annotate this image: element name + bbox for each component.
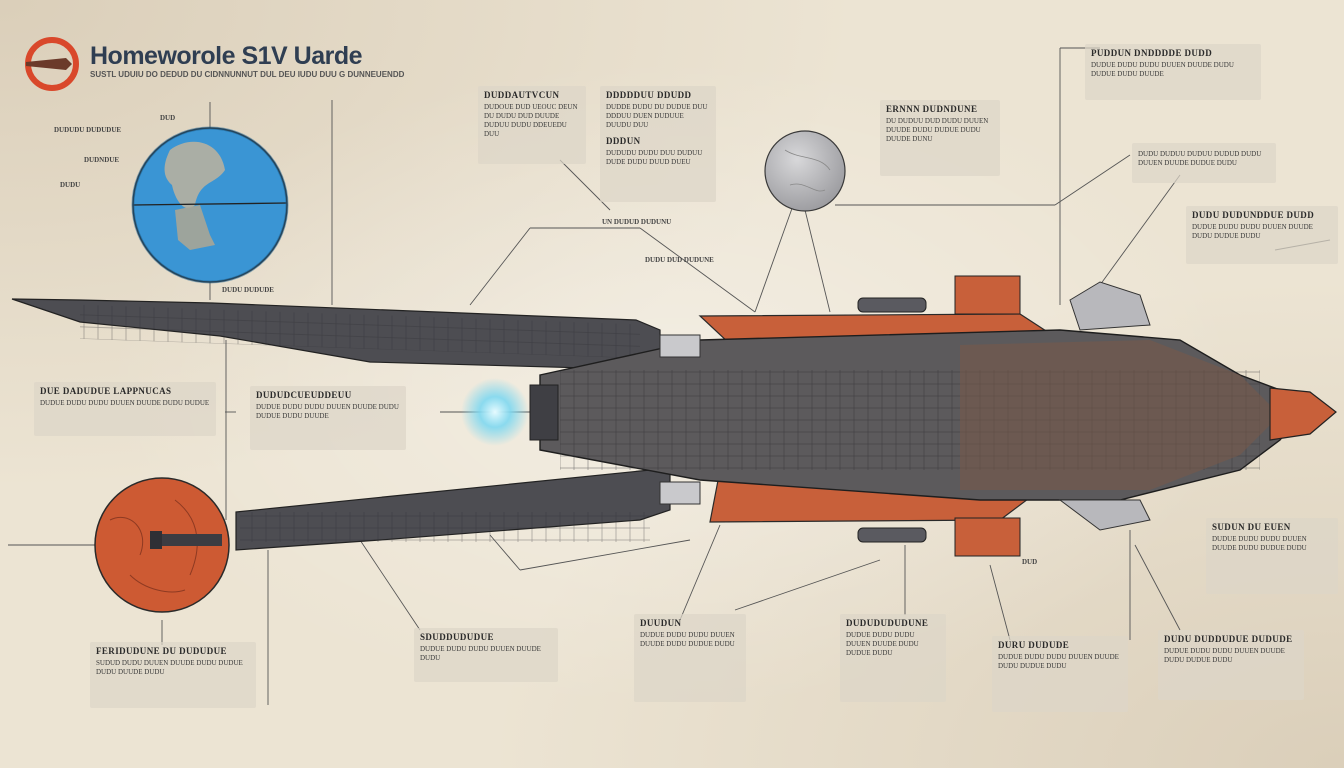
grey-moon-icon (764, 130, 846, 212)
tag-label: DUD (1022, 558, 1038, 566)
tag-label: DUDU DUD DUDUNE (645, 256, 714, 264)
tag-label: DUDU DUDUDE (222, 286, 274, 294)
tag-label: UN DUDUD DUDUNU (602, 218, 672, 226)
logo-ring-icon (25, 37, 79, 91)
tag-label: DUDUDU DUDUDUE (54, 126, 122, 134)
diagram-title: Homeworole S1V Uarde (90, 42, 363, 70)
tag-label: DUD (160, 114, 176, 122)
tag-label: DUDU (60, 181, 81, 189)
spaceship-illustration (11, 275, 1337, 557)
leader-lines (8, 47, 1331, 705)
blue-planet-icon (131, 126, 289, 284)
tag-label: DUDNDUE (84, 156, 119, 164)
red-planet-icon (94, 477, 230, 613)
diagram-subtitle: SUSTL UDUIU DO DEDUD DU CIDNNUNNUT DUL D… (90, 70, 405, 79)
callout-right-upper: DUDU DUDUU DUDUU DUDUD DUDU DUUEN DUUDE … (1132, 143, 1276, 183)
